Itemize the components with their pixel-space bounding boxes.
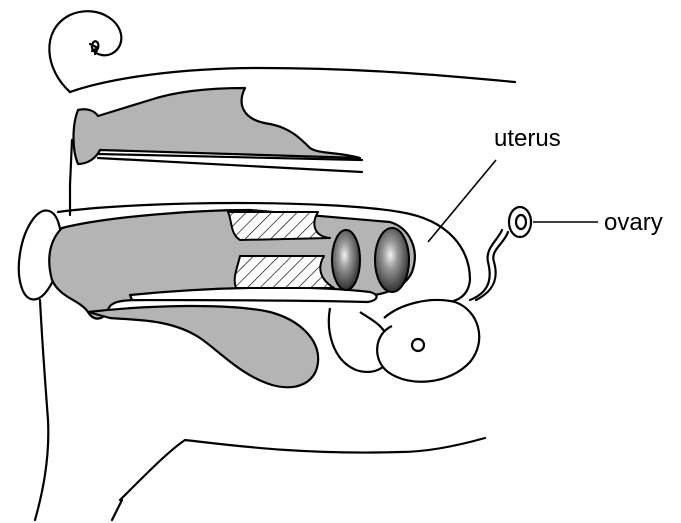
bladder — [88, 306, 318, 387]
label-ovary: ovary — [604, 209, 663, 236]
tail — [49, 11, 515, 92]
ovary — [509, 207, 531, 237]
uterus-leader-line — [428, 160, 496, 242]
embryo — [332, 230, 360, 290]
embryo — [375, 228, 409, 292]
rectum — [74, 88, 363, 172]
label-uterus: uterus — [494, 125, 561, 152]
